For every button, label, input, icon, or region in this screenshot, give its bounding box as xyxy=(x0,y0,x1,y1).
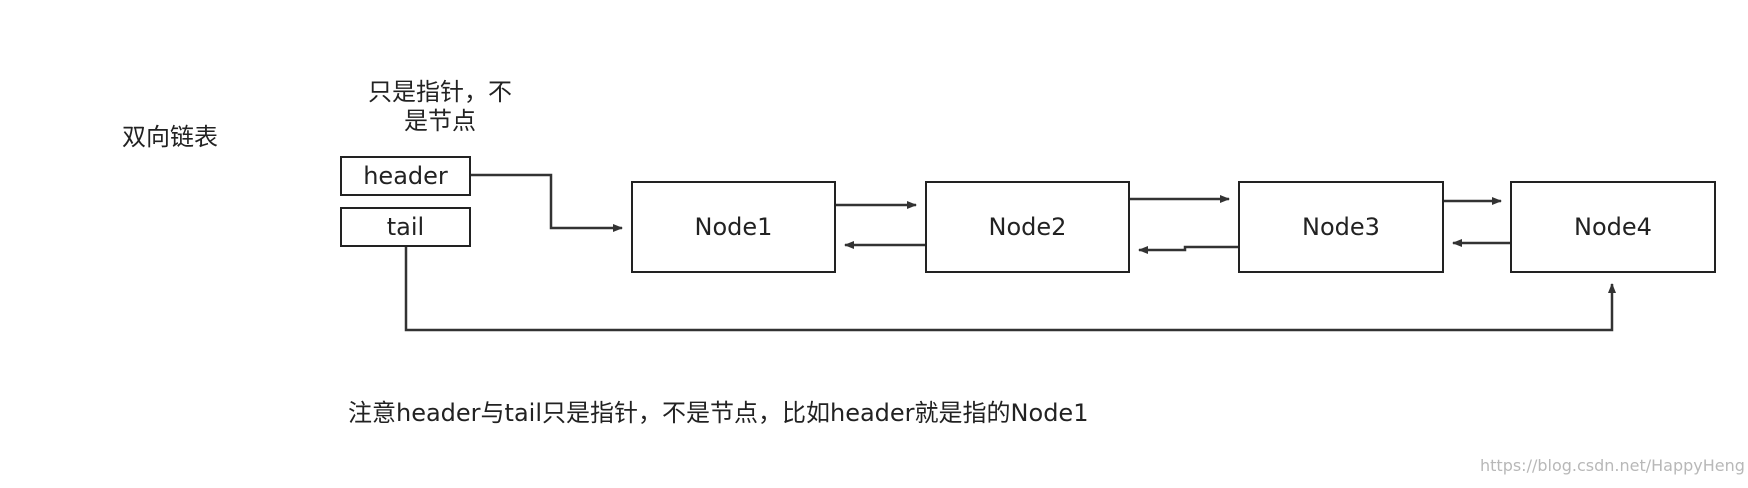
node-1: Node1 xyxy=(631,181,836,273)
pointer-note: 只是指针，不 是节点 xyxy=(355,78,525,136)
watermark: https://blog.csdn.net/HappyHeng xyxy=(1480,456,1745,475)
node-3: Node3 xyxy=(1238,181,1444,273)
node-4: Node4 xyxy=(1510,181,1716,273)
tail-to-node4-arrow xyxy=(404,247,1616,332)
footnote: 注意header与tail只是指针，不是节点，比如header就是指的Node1 xyxy=(348,399,1089,427)
node3-to-node2-prev-arrow xyxy=(1138,245,1238,254)
pointer-note-line-1: 只是指针，不 xyxy=(368,78,512,106)
diagram-title: 双向链表 xyxy=(122,123,218,151)
pointer-note-line-2: 是节点 xyxy=(404,107,476,135)
header-to-node1-arrow xyxy=(471,173,623,232)
header-pointer-box: header xyxy=(340,156,471,196)
node-2: Node2 xyxy=(925,181,1130,273)
tail-pointer-box: tail xyxy=(340,207,471,247)
